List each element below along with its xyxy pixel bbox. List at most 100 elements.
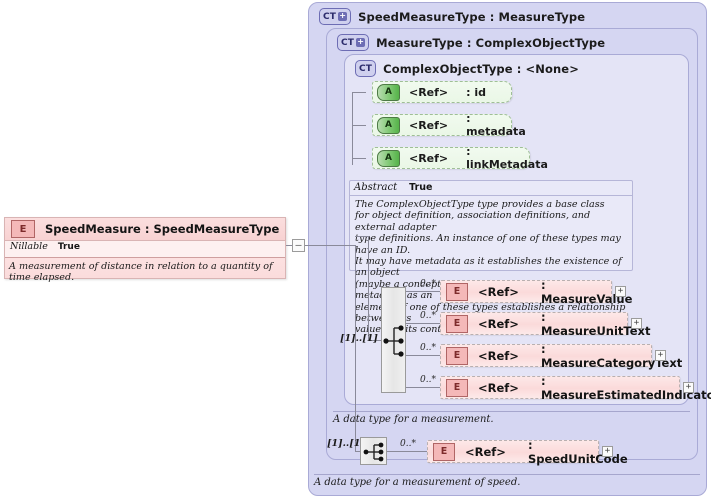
measure-element-connector — [406, 355, 440, 356]
occurrence-text: 0..* — [420, 343, 436, 353]
caption-measuretype: A data type for a measurement. — [333, 411, 690, 425]
sequence-icon — [363, 442, 384, 462]
speed-group-occurrence: [1]..[1] — [327, 438, 365, 449]
attribute-row-metadata[interactable]: A <Ref> : metadata — [372, 112, 526, 138]
expand-button-speedunitcode[interactable]: + — [602, 446, 613, 457]
occurrence-text: 0..* — [420, 311, 436, 321]
expand-plus-icon[interactable]: + — [356, 37, 366, 47]
element-icon: E — [11, 220, 35, 238]
nillable-key-label: Nillable — [10, 241, 48, 252]
element-row-speedunitcode[interactable]: E <Ref> : SpeedUnitCode — [427, 438, 628, 466]
attribute-tree-trunk — [352, 92, 353, 165]
measure-element-connector — [406, 387, 440, 388]
element-header: E SpeedMeasure : SpeedMeasureType — [5, 218, 285, 241]
attribute-row-id[interactable]: A <Ref> : id — [372, 81, 512, 103]
element-icon: E — [446, 314, 468, 333]
element-name-label: : MeasureUnitText — [540, 309, 651, 338]
expand-button-measurecategorytext[interactable]: + — [655, 350, 666, 361]
attribute-ref-label: <Ref> — [409, 118, 449, 132]
element-title: SpeedMeasure : SpeedMeasureType — [45, 222, 280, 236]
panel-title-measuretype: MeasureType : ComplexObjectType — [376, 35, 606, 50]
attribute-name-label: : linkMetadata — [466, 145, 548, 171]
panel-header-complexobjecttype: CT ComplexObjectType : <None> — [355, 60, 579, 77]
occurrence-speedunitcode: 0..* — [400, 439, 416, 449]
plus-icon: + — [617, 286, 624, 296]
occurrence-measurecategorytext: 0..* — [420, 343, 436, 353]
attribute-icon: A — [377, 83, 400, 101]
collapse-toggle-button[interactable]: – — [292, 239, 305, 252]
element-ref-label: <Ref> — [478, 380, 519, 395]
plus-icon: + — [685, 382, 692, 392]
element-description: A measurement of distance in relation to… — [9, 261, 273, 283]
abstract-documentation-block: Abstract True The ComplexObjectType type… — [349, 180, 633, 335]
ct-badge-label: CT — [359, 63, 373, 74]
element-ref-label: <Ref> — [478, 316, 519, 331]
element-icon: E — [446, 378, 468, 397]
element-icon: E — [433, 442, 455, 461]
attribute-icon: A — [377, 149, 400, 167]
element-name-label: : MeasureCategoryText — [540, 341, 683, 370]
measure-group-occurrence: [1]..[1] — [340, 333, 378, 344]
attribute-tree-branch — [352, 125, 366, 126]
element-row-measureunittext[interactable]: E <Ref> : MeasureUnitText — [440, 310, 650, 338]
abstract-value: True — [409, 182, 433, 193]
ct-badge-label: CT — [341, 37, 355, 48]
caption-measuretype-text: A data type for a measurement. — [333, 414, 494, 425]
sequence-compositor-speed[interactable] — [360, 437, 387, 465]
attribute-tree-branch — [352, 158, 366, 159]
measure-group-occurrence-text: [1]..[1] — [340, 333, 378, 344]
panel-title-complexobjecttype: ComplexObjectType : <None> — [383, 61, 579, 76]
root-connector-line — [286, 245, 292, 246]
attribute-row-linkmetadata[interactable]: A <Ref> : linkMetadata — [372, 145, 548, 171]
attribute-ref-label: <Ref> — [409, 85, 449, 99]
expand-button-measureestimatedindicator[interactable]: + — [683, 382, 694, 393]
element-ref-label: <Ref> — [478, 284, 519, 299]
abstract-row: Abstract True — [350, 181, 632, 196]
sequence-icon — [383, 325, 404, 357]
element-row-measurevalue[interactable]: E <Ref> : MeasureValue — [440, 278, 632, 306]
panel-title-speedmeasuretype: SpeedMeasureType : MeasureType — [358, 9, 586, 24]
occurrence-measurevalue: 0..* — [420, 279, 436, 289]
expand-plus-icon[interactable]: + — [338, 11, 348, 21]
element-row-measureestimatedindicator[interactable]: E <Ref> : MeasureEstimatedIndicator — [440, 374, 711, 402]
expand-button-measureunittext[interactable]: + — [631, 318, 642, 329]
element-row-measurecategorytext[interactable]: E <Ref> : MeasureCategoryText — [440, 342, 682, 370]
attribute-tree-branch — [352, 92, 366, 93]
complextype-icon: CT — [355, 60, 377, 77]
occurrence-measureestimatedindicator: 0..* — [420, 375, 436, 385]
speed-group-connector — [355, 451, 363, 452]
measure-element-connector — [406, 323, 440, 324]
element-icon: E — [446, 346, 468, 365]
ct-badge-label: CT — [323, 11, 337, 22]
measure-element-connector — [406, 291, 440, 292]
expand-button-measurevalue[interactable]: + — [615, 286, 626, 297]
occurrence-measureunittext: 0..* — [420, 311, 436, 321]
complextype-icon[interactable]: CT+ — [319, 8, 352, 25]
plus-icon: + — [604, 446, 611, 456]
element-ref-label: <Ref> — [478, 348, 519, 363]
speed-group-occurrence-text: [1]..[1] — [327, 438, 365, 449]
element-icon: E — [446, 282, 468, 301]
occurrence-text: 0..* — [400, 439, 416, 449]
plus-icon: + — [633, 318, 640, 328]
collapse-minus-icon: – — [295, 239, 302, 251]
root-connector-line-right — [305, 245, 355, 246]
complextype-icon[interactable]: CT+ — [337, 34, 370, 51]
caption-speedmeasuretype-text: A data type for a measurement of speed. — [314, 477, 521, 488]
abstract-key-label: Abstract — [354, 182, 398, 193]
speed-element-connector — [387, 451, 427, 452]
attribute-name-label: : id — [466, 85, 487, 99]
element-box-speedmeasure[interactable]: E SpeedMeasure : SpeedMeasureType Nillab… — [4, 217, 286, 283]
element-name-label: : MeasureEstimatedIndicator — [540, 373, 711, 402]
occurrence-text: 0..* — [420, 375, 436, 385]
panel-header-measuretype: CT+ MeasureType : ComplexObjectType — [337, 34, 605, 51]
sequence-compositor-measure[interactable] — [381, 287, 406, 393]
measure-group-branch-to-compositor — [368, 340, 383, 341]
element-name-label: : MeasureValue — [540, 277, 633, 306]
group-trunk-line — [355, 245, 356, 451]
caption-speedmeasuretype: A data type for a measurement of speed. — [314, 474, 700, 488]
occurrence-text: 0..* — [420, 279, 436, 289]
panel-header-speedmeasuretype: CT+ SpeedMeasureType : MeasureType — [319, 8, 585, 25]
nillable-value: True — [57, 242, 80, 252]
nillable-row: Nillable True — [5, 241, 285, 258]
